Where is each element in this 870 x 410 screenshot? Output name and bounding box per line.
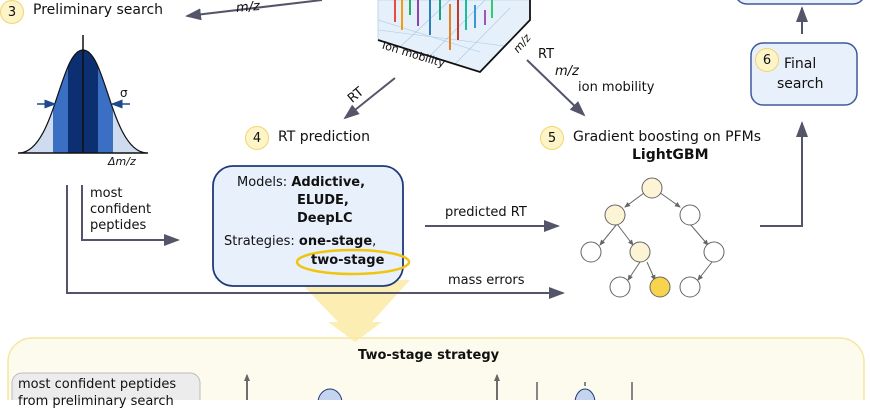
step-3-badge: 3 xyxy=(0,0,24,24)
boost-arrow-label-rt: RT xyxy=(538,47,555,62)
model-addictive: Addictive, xyxy=(291,175,366,190)
models-box xyxy=(212,165,404,287)
label-line: confident xyxy=(90,202,152,217)
gaussian-error-plot xyxy=(18,35,148,154)
predicted-rt-label: predicted RT xyxy=(445,205,527,220)
mass-errors-label: mass errors xyxy=(448,273,525,288)
strategy-one-stage: one-stage xyxy=(298,234,373,249)
model-elude: ELUDE, xyxy=(297,193,349,208)
two-stage-title: Two-stage strategy xyxy=(358,348,500,363)
strategy-two-stage: two-stage xyxy=(311,253,385,268)
boost-arrow-label-im: ion mobility xyxy=(578,80,655,95)
most-confident-label: most confident peptides xyxy=(90,186,151,234)
input-line-2: from preliminary search xyxy=(18,394,174,409)
peak-1 xyxy=(317,388,343,400)
step-4-badge: 4 xyxy=(245,126,269,150)
3d-spectrum-cube xyxy=(377,0,531,74)
top-arrow-label: m/z xyxy=(235,0,261,17)
models-text: Models: Addictive, xyxy=(237,174,365,192)
label-line: most xyxy=(90,186,123,201)
decision-tree xyxy=(580,177,725,298)
step-5-badge: 5 xyxy=(540,126,564,150)
step-5-sublabel: LightGBM xyxy=(632,147,709,163)
separator: , xyxy=(372,234,377,249)
strategies-label: Strategies: xyxy=(224,234,295,249)
step-6-label-line2: search xyxy=(777,76,824,92)
model-deeplc: DeepLC xyxy=(297,211,353,226)
sigma-label: σ xyxy=(120,86,128,100)
peak-2 xyxy=(574,388,596,400)
expand-arrow xyxy=(298,280,410,342)
step-6-badge: 6 xyxy=(755,48,779,72)
input-peptides-text: most confident peptides from preliminary… xyxy=(18,376,176,410)
input-line-1: most confident peptides xyxy=(18,377,177,392)
label-line: peptides xyxy=(90,218,147,233)
input-peptides-box xyxy=(11,372,201,400)
step-6-label-line1: Final xyxy=(784,56,817,72)
two-stage-panel xyxy=(7,337,865,400)
boost-arrow-label-mz: m/z xyxy=(555,64,579,79)
two-stage-highlight xyxy=(295,248,411,276)
step-3-label: Preliminary search xyxy=(33,2,164,18)
next-step-box xyxy=(737,0,863,5)
strategies-text: Strategies: one-stage, xyxy=(224,234,376,249)
step-4-label: RT prediction xyxy=(278,129,370,145)
models-list: ELUDE, DeepLC xyxy=(297,192,353,228)
step-5-label: Gradient boosting on PFMs xyxy=(573,129,762,145)
models-label: Models: xyxy=(237,175,288,190)
gaussian-xlabel: Δm/z xyxy=(108,155,136,168)
